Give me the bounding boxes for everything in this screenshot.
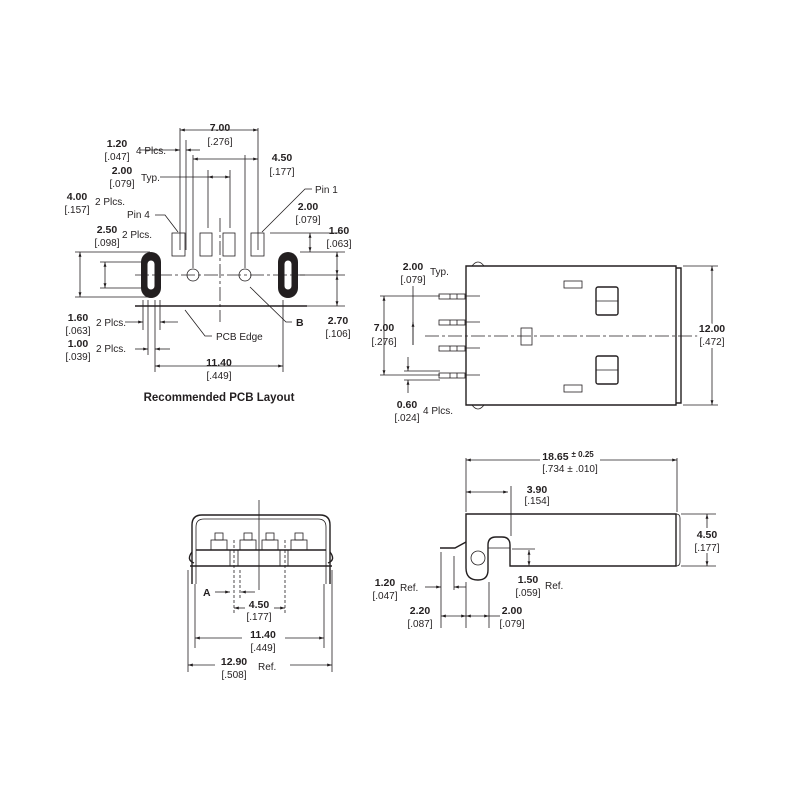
top-pin-pitch-note: Typ. <box>430 267 449 278</box>
top-pin-pitch-mm: 2.00 <box>403 261 424 273</box>
pin-pitch-mm: 2.00 <box>112 165 133 177</box>
slot-length-in: [.157] <box>64 205 89 216</box>
pin-width-note: 4 Plcs. <box>423 406 453 417</box>
slot-span-mm: 11.40 <box>206 357 232 369</box>
standoff-note: Ref. <box>545 581 563 592</box>
standoff-in: [.059] <box>515 588 540 599</box>
body-width-in: [.472] <box>699 337 724 348</box>
pad-length-mm: 2.00 <box>298 201 319 213</box>
pin-pitch-in: [.079] <box>109 179 134 190</box>
slot-inner-length-note: 2 Plcs. <box>122 230 152 241</box>
slot-length-mm: 4.00 <box>67 191 88 203</box>
outer-pin-span-mm: 7.00 <box>210 122 231 134</box>
pin-width-in: [.024] <box>394 413 419 424</box>
shell-outline <box>191 514 331 584</box>
pad-pin-3 <box>199 232 213 257</box>
overall-length: 18.65 ± 0.25 <box>542 450 594 463</box>
peg-offset-mm: 3.90 <box>527 484 548 496</box>
center-to-edge-mm: 2.70 <box>328 315 349 327</box>
pad-width-in: [.047] <box>104 152 129 163</box>
slot-inner-length-in: [.098] <box>94 238 119 249</box>
pins <box>438 293 480 379</box>
overall-width-in: [.508] <box>221 670 246 681</box>
hole-span-mm: 4.50 <box>272 152 293 164</box>
front-hole-span-in: [.177] <box>246 612 271 623</box>
standoff-mm: 1.50 <box>518 574 539 586</box>
connector-body-side <box>465 513 677 581</box>
lead-length-mm: 2.20 <box>410 605 431 617</box>
contacts <box>210 532 308 551</box>
connector-body-top <box>465 265 682 406</box>
peg-width-in: [.079] <box>499 619 524 630</box>
slot-inner-length-mm: 2.50 <box>97 224 118 236</box>
peg-offset-in: [.154] <box>524 496 549 507</box>
lead-length-in: [.087] <box>407 619 432 630</box>
pad-length-in: [.079] <box>295 215 320 226</box>
overall-length-tolerance: ± 0.25 <box>572 450 595 459</box>
side-height-in: [.177] <box>694 543 719 554</box>
overall-length-mm: 18.65 <box>542 451 568 463</box>
pad-to-center-mm: 1.60 <box>329 225 350 237</box>
leg-span-in: [.449] <box>250 643 275 654</box>
peg-width-mm: 2.00 <box>502 605 523 617</box>
slot-inner-width-note: 2 Plcs. <box>96 344 126 355</box>
pcb-layout-title: Recommended PCB Layout <box>144 392 295 404</box>
overall-length-in: [.734 ± .010] <box>542 464 598 475</box>
outer-pin-span-in: [.276] <box>207 137 232 148</box>
pad-width-note: 4 Plcs. <box>136 146 166 157</box>
pad-width-mm: 1.20 <box>107 138 128 150</box>
overall-width-mm: 12.90 <box>221 656 247 668</box>
top-outer-pin-span-in: [.276] <box>371 337 396 348</box>
top-view: 2.00 [.079] Typ. 7.00 [.276] 0.60 [.024]… <box>371 261 728 424</box>
front-view: A 4.50 [.177] 11.40 [.449] 12.90 [.508] … <box>187 500 334 681</box>
slot-width-mm: 1.60 <box>68 312 89 324</box>
lead-offset-mm: 1.20 <box>375 577 396 589</box>
slot-inner-width-in: [.039] <box>65 352 90 363</box>
dimension-a-label: A <box>203 587 211 599</box>
pad-pin-2 <box>222 232 236 257</box>
hole-b-label: B <box>296 317 304 329</box>
pin-4-label: Pin 4 <box>127 210 150 221</box>
top-pin-pitch-in: [.079] <box>400 275 425 286</box>
body-width-mm: 12.00 <box>699 323 725 335</box>
top-outer-pin-span-mm: 7.00 <box>374 322 395 334</box>
slot-inner-width-mm: 1.00 <box>68 338 89 350</box>
side-height-mm: 4.50 <box>697 529 718 541</box>
pcb-layout-view: 1.20 [.047] 4 Plcs. 7.00 [.276] 4.50 [.1… <box>64 122 351 404</box>
hole-span-in: [.177] <box>269 167 294 178</box>
slot-width-note: 2 Plcs. <box>96 318 126 329</box>
pad-pin-4 <box>171 232 186 257</box>
overall-width-note: Ref. <box>258 662 276 673</box>
pin-width-mm: 0.60 <box>397 399 418 411</box>
pad-to-center-in: [.063] <box>326 239 351 250</box>
leg-span-mm: 11.40 <box>250 629 276 641</box>
slot-width-in: [.063] <box>65 326 90 337</box>
slot-length-note: 2 Plcs. <box>95 197 125 208</box>
side-view: 18.65 ± 0.25 [.734 ± .010] 3.90 [.154] 4.… <box>372 450 719 630</box>
slot-span-in: [.449] <box>206 371 231 382</box>
lead-offset-note: Ref. <box>400 583 418 594</box>
pin-1-label: Pin 1 <box>315 185 338 196</box>
lead-offset-in: [.047] <box>372 591 397 602</box>
pcb-edge-label: PCB Edge <box>216 332 263 343</box>
front-hole-span-mm: 4.50 <box>249 599 270 611</box>
pin-pitch-note: Typ. <box>141 173 160 184</box>
center-to-edge-in: [.106] <box>325 329 350 340</box>
pad-pin-1 <box>250 232 265 257</box>
